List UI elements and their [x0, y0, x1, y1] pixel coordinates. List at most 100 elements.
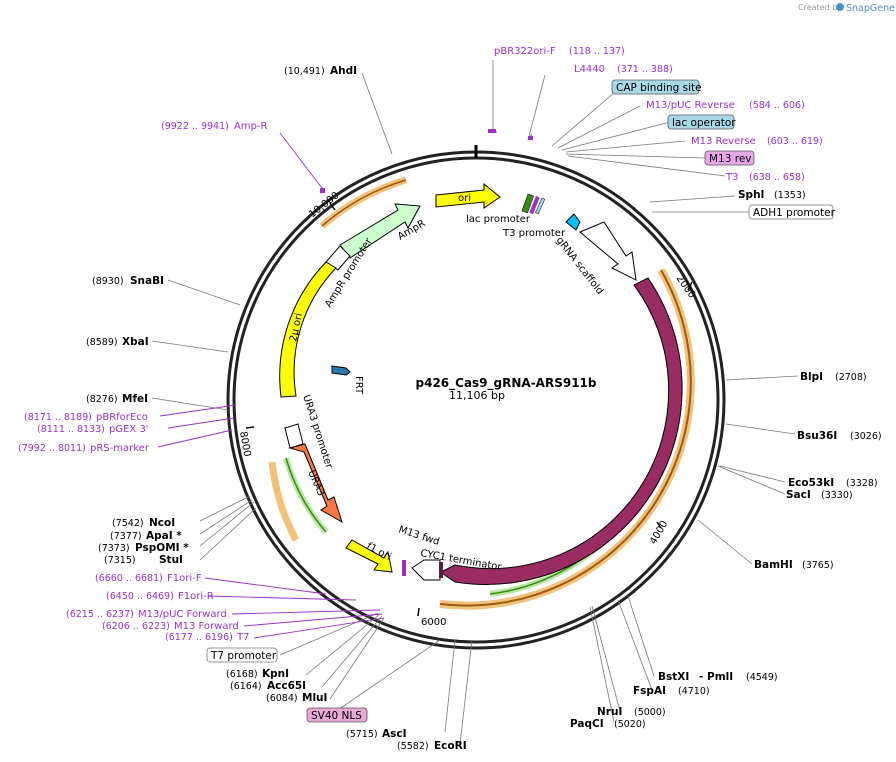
plasmid-name: p426_Cas9_gRNA-ARS911b [416, 376, 597, 391]
ura3-orf-outer [268, 461, 300, 542]
site-bsu36i-pos: (3026) [850, 431, 882, 442]
primer-ampr[interactable]: Amp-R [234, 121, 268, 132]
site-asci[interactable]: AscI [382, 728, 407, 740]
primer-f1ori-r[interactable]: F1ori-R [178, 591, 214, 602]
frt-feature[interactable] [331, 365, 351, 376]
site-blpi-pos: (2708) [835, 372, 867, 383]
primer-f1ori-r-pos: (6450 .. 6469) [106, 591, 174, 602]
lac-operator-label: lac operator [672, 117, 736, 129]
ura3-promoter-feature[interactable] [284, 423, 304, 449]
primer-pbr322ori[interactable]: pBR322ori-F [494, 46, 556, 57]
site-bamhi-pos: (3765) [802, 560, 834, 571]
primer-prs-marker[interactable]: pRS-marker [90, 443, 150, 454]
primer-pgex3[interactable]: pGEX 3' [109, 424, 149, 435]
primer-m13puc-fwd[interactable]: M13/pUC Forward [138, 609, 227, 620]
site-paqci-pos: (5020) [614, 719, 646, 730]
primer-f1ori-f[interactable]: F1ori-F [167, 573, 202, 584]
site-pspomi-pos: (7373) [98, 543, 130, 554]
site-stui[interactable]: StuI [159, 554, 183, 566]
site-apai-pos: (7377) [110, 531, 142, 542]
site-eco53ki-pos: (3328) [846, 478, 878, 489]
ruler-tick-6000 [417, 607, 420, 617]
site-sphi[interactable]: SphI [738, 189, 764, 201]
t7-promoter-box[interactable] [206, 647, 278, 663]
site-ncoi[interactable]: NcoI [149, 517, 175, 529]
site-blpi[interactable]: BlpI [800, 371, 823, 383]
site-pspomi[interactable]: PspOMI * [135, 542, 189, 554]
ruler-4000: 4000 [648, 519, 670, 547]
site-saci[interactable]: SacI [786, 489, 811, 501]
sv40-nls-box[interactable] [306, 707, 368, 723]
site-bstxi[interactable]: BstXI [658, 671, 689, 683]
cap-binding-label: CAP binding site [616, 82, 702, 94]
m13rev-box[interactable] [704, 150, 755, 166]
site-bamhi[interactable]: BamHI [754, 559, 793, 571]
primer-pgex3-pos: (8111 .. 8133) [37, 424, 105, 435]
ruler-tick-10000 [329, 202, 336, 211]
t3-promoter-feature[interactable] [529, 196, 540, 215]
adh1-promoter-box[interactable] [748, 204, 834, 220]
site-eco53ki[interactable]: Eco53kI [788, 477, 834, 489]
l4440-primer-mark [528, 136, 533, 140]
site-stui-pos: (7315) [104, 555, 136, 566]
ampr-feature[interactable] [339, 203, 421, 259]
site-bsu36i[interactable]: Bsu36I [797, 430, 837, 442]
pbr322ori-primer-mark [488, 129, 496, 133]
site-ecori[interactable]: EcoRI [434, 740, 467, 752]
leader-lines [151, 60, 799, 745]
site-acc65i[interactable]: Acc65I [267, 680, 306, 692]
cas9-orf-outer-line [439, 269, 692, 607]
ura3-orf-inner-line [285, 457, 327, 533]
t3-promoter-label: T3 promoter [502, 228, 566, 239]
2micron-ori-feature[interactable] [279, 261, 337, 398]
site-paqci[interactable]: PaqCI [570, 718, 604, 730]
primer-m13-reverse[interactable]: M13 Reverse [691, 136, 756, 147]
primer-m13-forward-pos: (6206 .. 6223) [102, 621, 170, 632]
ampr-primer-mark [320, 188, 325, 193]
lac-operator-box[interactable] [667, 114, 735, 130]
site-sphi-pos: (1353) [774, 190, 806, 201]
primer-l4440-pos: (371 .. 388) [617, 64, 673, 75]
adh1-promoter-label: ADH1 promoter [753, 207, 836, 219]
ori-feature[interactable] [435, 182, 501, 209]
site-xbai-pos: (8589) [86, 337, 118, 348]
site-fspai[interactable]: FspAI [633, 685, 666, 697]
cyc1-terminator-feature[interactable] [411, 559, 441, 581]
credit-text: Created by [798, 3, 842, 12]
site-fspai-pos: (4710) [678, 686, 710, 697]
snapgene-logo-icon [836, 3, 844, 11]
site-xbai[interactable]: XbaI [122, 336, 149, 348]
lac-operator-feature[interactable] [535, 197, 546, 215]
grna-scaffold-feature[interactable] [579, 221, 637, 281]
ruler-tick-4000 [656, 521, 662, 529]
site-snabi[interactable]: SnaBI [130, 275, 164, 287]
primer-f1ori-f-pos: (6660 .. 6681) [95, 573, 163, 584]
ura3-feature[interactable] [288, 443, 343, 524]
primer-l4440[interactable]: L4440 [574, 64, 605, 75]
primer-pbrforeco-pos: (8171 .. 8189) [24, 412, 92, 423]
site-ahdi[interactable]: AhdI [330, 65, 357, 77]
primer-m13puc-rev[interactable]: M13/pUC Reverse [646, 100, 735, 111]
site-kpni[interactable]: KpnI [262, 668, 289, 680]
site-saci-pos: (3330) [821, 490, 853, 501]
cap-binding-box[interactable] [611, 79, 700, 95]
site-mlui[interactable]: MluI [302, 692, 327, 704]
site-mfei[interactable]: MfeI [122, 393, 148, 405]
grna-insert-feature[interactable] [565, 213, 581, 231]
primer-t3[interactable]: T3 [725, 172, 738, 183]
ura3-promoter-label: URA3 promoter [300, 394, 334, 471]
lac-promoter-feature[interactable] [521, 193, 534, 214]
primer-m13puc-rev-pos: (584 .. 606) [749, 100, 805, 111]
ruler-6000: 6000 [421, 617, 446, 628]
primer-m13-forward[interactable]: M13 Forward [174, 621, 239, 632]
m13-fwd-feature[interactable] [402, 560, 406, 576]
site-pmli[interactable]: - PmlI [699, 671, 733, 683]
site-nrui[interactable]: NruI [597, 706, 622, 718]
sv40-nls-feature[interactable] [439, 562, 443, 578]
primer-pbrforeco[interactable]: pBRforEco [96, 412, 148, 423]
cas9-feature[interactable] [440, 277, 683, 585]
site-apai[interactable]: ApaI * [146, 530, 182, 542]
f1-ori-feature[interactable] [345, 539, 393, 573]
primer-t7[interactable]: T7 [236, 632, 249, 643]
